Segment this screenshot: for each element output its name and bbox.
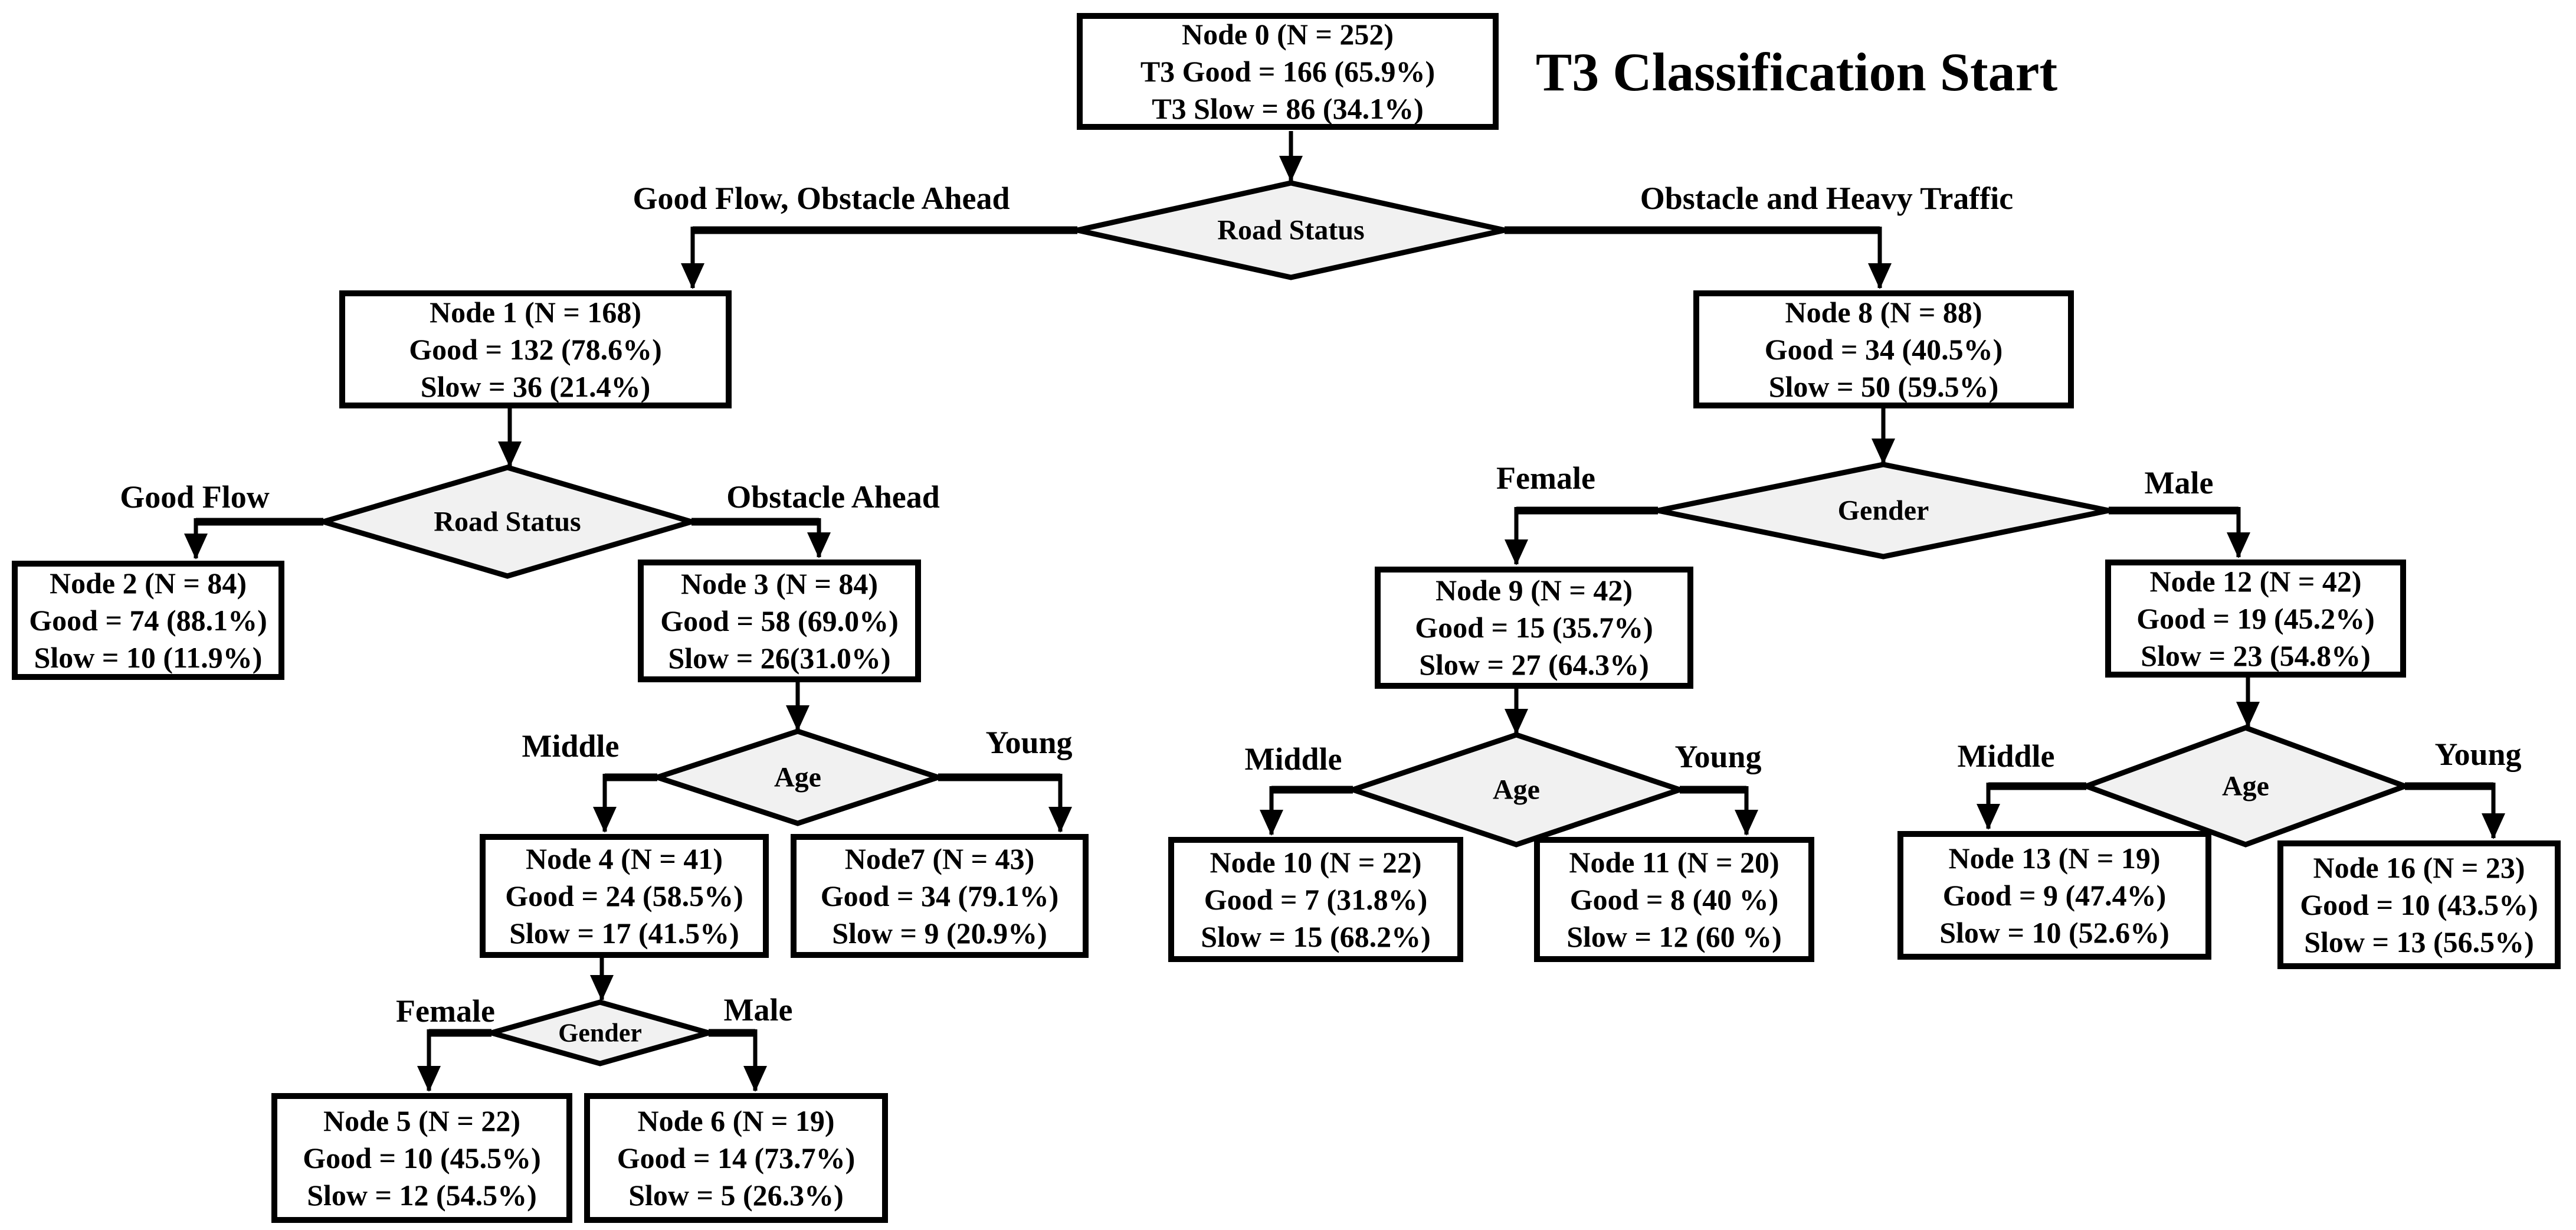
- good-line: Good = 58 (69.0%): [660, 604, 899, 637]
- node-title-line: Node 13 (N = 19): [1948, 841, 2161, 875]
- good-line: Good = 19 (45.2%): [2136, 601, 2375, 635]
- node-title-line: Node 9 (N = 42): [1435, 574, 1633, 607]
- node-4-box: Node 4 (N = 41) Good = 24 (58.5%) Slow =…: [480, 834, 769, 958]
- good-line: Good = 10 (45.5%): [303, 1141, 541, 1175]
- road-status-diamond-mid: [314, 464, 701, 579]
- slow-line: Slow = 9 (20.9%): [832, 916, 1047, 950]
- slow-line: Slow = 5 (26.3%): [628, 1178, 844, 1212]
- node-3-box: Node 3 (N = 84) Good = 58 (69.0%) Slow =…: [638, 560, 921, 682]
- good-line: Good = 74 (88.1%): [29, 603, 267, 637]
- figure-title: T3 Classification Start: [1535, 42, 2058, 102]
- good-line: Good = 9 (47.4%): [1942, 878, 2167, 912]
- branch-label-male-left: Male: [723, 992, 793, 1028]
- node-2-box: Node 2 (N = 84) Good = 74 (88.1%) Slow =…: [12, 561, 284, 680]
- node-title-line: Node7 (N = 43): [844, 842, 1035, 875]
- node-title-line: Node 3 (N = 84): [680, 567, 878, 600]
- node-title-line: Node 10 (N = 22): [1210, 845, 1422, 879]
- node-12-box: Node 12 (N = 42) Good = 19 (45.2%) Slow …: [2105, 560, 2406, 678]
- node-title-line: Node 1 (N = 168): [429, 295, 641, 329]
- good-line: Good = 10 (43.5%): [2300, 888, 2538, 921]
- branch-label-middle-r1: Middle: [1244, 741, 1342, 777]
- node-5-box: Node 5 (N = 22) Good = 10 (45.5%) Slow =…: [271, 1093, 572, 1223]
- branch-label-obstacle-ahead: Obstacle Ahead: [726, 479, 940, 515]
- slow-line: Slow = 23 (54.8%): [2141, 639, 2371, 672]
- node-6-box: Node 6 (N = 19) Good = 14 (73.7%) Slow =…: [584, 1093, 888, 1223]
- age-label-right-1: Age: [1493, 774, 1540, 806]
- node-7-box: Node7 (N = 43) Good = 34 (79.1%) Slow = …: [791, 834, 1089, 958]
- branch-label-middle-r2: Middle: [1957, 738, 2055, 774]
- branch-label-good-flow: Good Flow: [120, 479, 270, 515]
- node-10-box: Node 10 (N = 22) Good = 7 (31.8%) Slow =…: [1168, 837, 1463, 962]
- node-title-line: Node 12 (N = 42): [2149, 564, 2362, 598]
- node-title-line: Node 2 (N = 84): [49, 566, 247, 600]
- good-line: T3 Good = 166 (65.9%): [1140, 54, 1436, 88]
- node-13-box: Node 13 (N = 19) Good = 9 (47.4%) Slow =…: [1897, 831, 2211, 960]
- branch-label-middle-left: Middle: [522, 728, 620, 764]
- good-line: Good = 14 (73.7%): [617, 1141, 856, 1175]
- slow-line: Slow = 50 (59.5%): [1768, 369, 1999, 403]
- slow-line: Slow = 10 (11.9%): [34, 640, 263, 674]
- branch-label-good-flow-obstacle-ahead: Good Flow, Obstacle Ahead: [632, 181, 1010, 216]
- branch-label-young-left: Young: [985, 725, 1073, 760]
- road-status-diamond-top: [1077, 180, 1505, 280]
- node-title-line: Node 8 (N = 88): [1785, 295, 1982, 329]
- slow-line: Slow = 13 (56.5%): [2304, 925, 2534, 959]
- node-title-line: Node 4 (N = 41): [525, 842, 723, 875]
- gender-diamond-right: [1657, 462, 2109, 560]
- node-title-line: Node 16 (N = 23): [2313, 850, 2525, 884]
- slow-line: Slow = 10 (52.6%): [1939, 915, 2169, 949]
- road-status-label-mid: Road Status: [434, 506, 581, 538]
- slow-line: Slow = 17 (41.5%): [509, 916, 739, 950]
- branch-label-obstacle-heavy-traffic: Obstacle and Heavy Traffic: [1640, 181, 2014, 216]
- branch-label-female-right: Female: [1496, 460, 1595, 496]
- branch-label-young-r2: Young: [2434, 737, 2522, 772]
- good-line: Good = 132 (78.6%): [409, 332, 662, 366]
- node-11-box: Node 11 (N = 20) Good = 8 (40 %) Slow = …: [1534, 837, 1814, 962]
- age-diamond-right-1: [1344, 732, 1689, 848]
- node-title-line: Node 0 (N = 252): [1181, 17, 1394, 51]
- node-title-line: Node 11 (N = 20): [1569, 845, 1779, 879]
- slow-line: T3 Slow = 86 (34.1%): [1152, 91, 1424, 125]
- branch-label-female-left: Female: [396, 993, 495, 1029]
- node-0-box: Node 0 (N = 252) T3 Good = 166 (65.9%) T…: [1077, 13, 1499, 130]
- age-label-left: Age: [774, 761, 821, 793]
- good-line: Good = 15 (35.7%): [1415, 611, 1653, 644]
- good-line: Good = 34 (40.5%): [1764, 332, 2003, 366]
- gender-label-right: Gender: [1837, 495, 1929, 526]
- good-line: Good = 8 (40 %): [1569, 882, 1779, 916]
- slow-line: Slow = 27 (64.3%): [1419, 648, 1649, 681]
- node-16-box: Node 16 (N = 23) Good = 10 (43.5%) Slow …: [2277, 840, 2561, 969]
- slow-line: Slow = 12 (60 %): [1566, 920, 1782, 953]
- gender-label-left: Gender: [558, 1018, 642, 1048]
- branch-label-male-right: Male: [2144, 465, 2214, 500]
- node-title-line: Node 5 (N = 22): [323, 1104, 520, 1137]
- age-diamond-left: [648, 728, 947, 826]
- road-status-label-top: Road Status: [1217, 214, 1365, 246]
- node-1-box: Node 1 (N = 168) Good = 132 (78.6%) Slow…: [339, 290, 732, 408]
- node-title-line: Node 6 (N = 19): [637, 1104, 835, 1137]
- branch-label-young-r1: Young: [1674, 739, 1762, 774]
- node-8-box: Node 8 (N = 88) Good = 34 (40.5%) Slow =…: [1693, 290, 2074, 408]
- good-line: Good = 24 (58.5%): [505, 879, 743, 912]
- gender-diamond-left: [481, 999, 719, 1067]
- slow-line: Slow = 36 (21.4%): [420, 369, 651, 403]
- good-line: Good = 7 (31.8%): [1204, 882, 1428, 916]
- age-diamond-right-2: [2078, 725, 2413, 848]
- slow-line: Slow = 15 (68.2%): [1201, 920, 1431, 953]
- slow-line: Slow = 12 (54.5%): [307, 1178, 537, 1212]
- node-9-box: Node 9 (N = 42) Good = 15 (35.7%) Slow =…: [1375, 567, 1693, 689]
- good-line: Good = 34 (79.1%): [820, 879, 1059, 912]
- slow-line: Slow = 26(31.0%): [668, 641, 891, 675]
- age-label-right-2: Age: [2222, 770, 2269, 802]
